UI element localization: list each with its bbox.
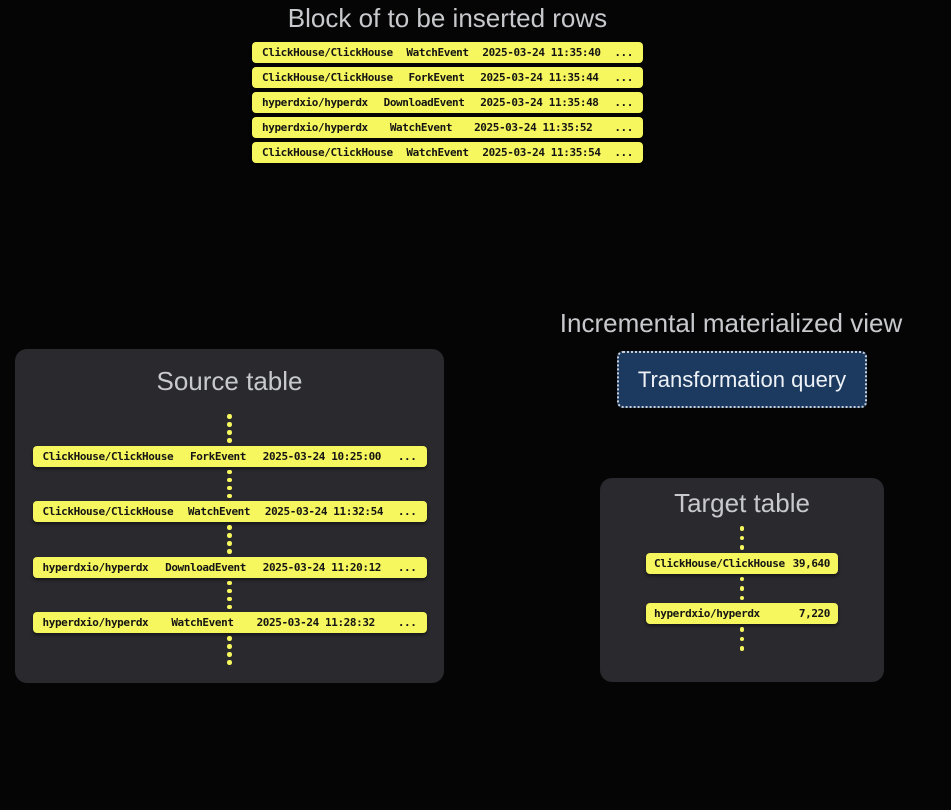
insert-block-rows: ClickHouse/ClickHouse WatchEvent 2025-03…	[252, 42, 643, 163]
row-timestamp: 2025-03-24 11:35:54	[482, 146, 601, 159]
row-event: DownloadEvent	[165, 560, 246, 574]
row-count: 7,220	[798, 607, 831, 620]
row-repo: hyperdxio/hyperdx	[262, 121, 368, 134]
row-repo: ClickHouse/ClickHouse	[262, 146, 393, 159]
row-more: ...	[397, 505, 417, 518]
row-repo: hyperdxio/hyperdx	[654, 607, 760, 620]
source-table-title: Source table	[156, 366, 303, 396]
row-count: 39,640	[792, 556, 831, 570]
vertical-ellipsis-icon	[739, 526, 745, 550]
row-timestamp: 2025-03-24 11:35:48	[480, 96, 599, 109]
table-row: hyperdxio/hyperdx DownloadEvent 2025-03-…	[252, 92, 643, 113]
row-more: ...	[397, 560, 417, 574]
row-timestamp: 2025-03-24 11:35:40	[482, 46, 601, 59]
target-table-title: Target table	[674, 488, 810, 518]
table-row: hyperdxio/hyperdx WatchEvent 2025-03-24 …	[32, 612, 427, 633]
row-timestamp: 2025-03-24 11:20:12	[262, 560, 382, 574]
source-table-panel: Source table ClickHouse/ClickHouse ForkE…	[15, 349, 444, 683]
row-more: ...	[614, 96, 633, 109]
row-repo: ClickHouse/ClickHouse	[654, 556, 785, 570]
table-row: ClickHouse/ClickHouse WatchEvent 2025-03…	[252, 142, 643, 163]
row-event: DownloadEvent	[383, 96, 465, 109]
row-timestamp: 2025-03-24 11:35:52	[474, 121, 593, 134]
row-more: ...	[614, 46, 633, 59]
vertical-ellipsis-icon	[227, 414, 232, 443]
row-event: WatchEvent	[389, 121, 453, 134]
row-more: ...	[397, 449, 417, 463]
row-more: ...	[397, 616, 417, 629]
row-event: WatchEvent	[187, 505, 251, 518]
row-repo: ClickHouse/ClickHouse	[262, 71, 393, 84]
row-repo: ClickHouse/ClickHouse	[42, 449, 174, 463]
row-event: WatchEvent	[406, 146, 469, 159]
vertical-ellipsis-icon	[227, 469, 232, 498]
table-row: ClickHouse/ClickHouse ForkEvent 2025-03-…	[252, 67, 643, 88]
row-timestamp: 2025-03-24 11:32:54	[264, 505, 384, 518]
table-row: ClickHouse/ClickHouse 39,640	[646, 552, 838, 574]
materialized-view-title: Incremental materialized view	[559, 308, 903, 338]
row-more: ...	[614, 146, 633, 159]
row-repo: ClickHouse/ClickHouse	[262, 46, 393, 59]
target-table-panel: Target table ClickHouse/ClickHouse 39,64…	[600, 478, 884, 682]
row-event: WatchEvent	[406, 46, 469, 59]
transformation-query-label: Transformation query	[637, 366, 847, 392]
transformation-query-node: Transformation query	[617, 351, 867, 408]
vertical-ellipsis-icon	[739, 627, 745, 651]
row-event: ForkEvent	[408, 71, 465, 84]
row-timestamp: 2025-03-24 11:35:44	[480, 71, 599, 84]
row-repo: ClickHouse/ClickHouse	[42, 505, 174, 518]
table-row: hyperdxio/hyperdx 7,220	[646, 603, 838, 624]
row-event: WatchEvent	[171, 616, 234, 629]
row-more: ...	[614, 121, 633, 134]
table-row: ClickHouse/ClickHouse WatchEvent 2025-03…	[252, 42, 643, 63]
vertical-ellipsis-icon	[227, 636, 232, 665]
vertical-ellipsis-icon	[739, 576, 745, 600]
row-timestamp: 2025-03-24 10:25:00	[262, 449, 382, 463]
table-row: ClickHouse/ClickHouse WatchEvent 2025-03…	[32, 501, 427, 522]
vertical-ellipsis-icon	[227, 525, 232, 554]
row-event: ForkEvent	[189, 449, 246, 463]
table-row: hyperdxio/hyperdx DownloadEvent 2025-03-…	[32, 556, 427, 578]
table-row: hyperdxio/hyperdx WatchEvent 2025-03-24 …	[252, 117, 643, 138]
row-repo: hyperdxio/hyperdx	[42, 616, 149, 629]
table-row: ClickHouse/ClickHouse ForkEvent 2025-03-…	[32, 445, 427, 467]
row-timestamp: 2025-03-24 11:28:32	[256, 616, 376, 629]
row-repo: hyperdxio/hyperdx	[42, 560, 149, 574]
row-more: ...	[614, 71, 633, 84]
insert-block-title: Block of to be inserted rows	[287, 3, 608, 33]
vertical-ellipsis-icon	[227, 580, 232, 609]
row-repo: hyperdxio/hyperdx	[262, 96, 368, 109]
